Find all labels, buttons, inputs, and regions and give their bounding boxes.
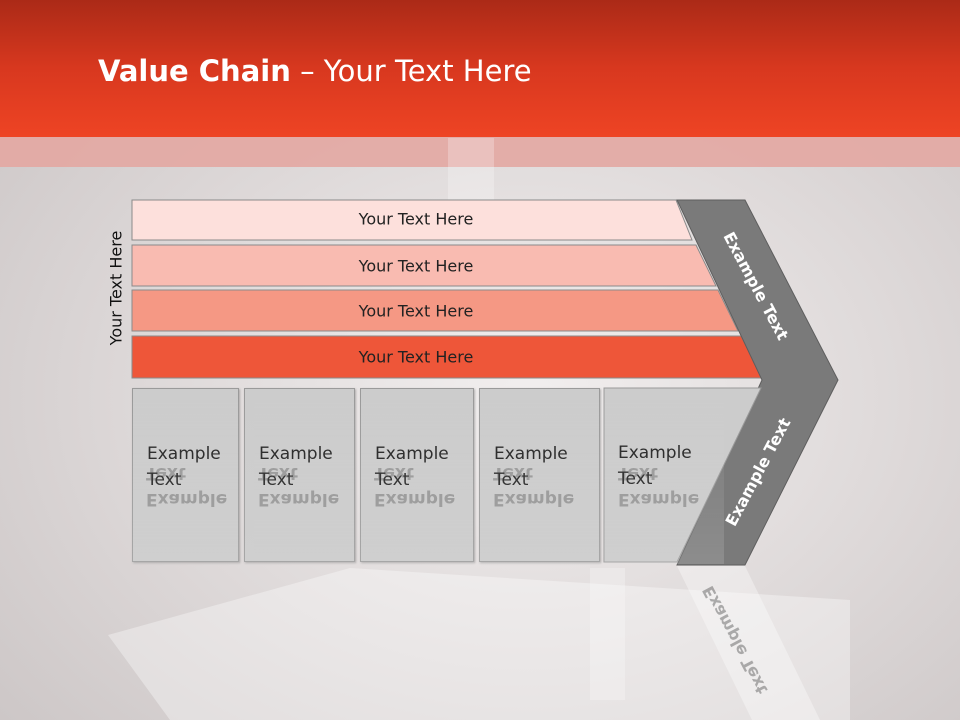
primary-box-5-label: Example Text <box>618 443 692 489</box>
primary-box-3: Example Text <box>360 388 474 562</box>
reflection-box-4: Example Text <box>479 390 600 564</box>
support-bar-2-label: Your Text Here <box>358 256 474 276</box>
primary-box-2: Example Text <box>244 388 355 562</box>
primary-box-2-label: Example Text <box>259 444 333 490</box>
primary-box-3-label: Example Text <box>375 444 449 490</box>
primary-box-4-label: Example Text <box>494 444 568 490</box>
chevron-arrow <box>676 199 839 566</box>
support-bar-1-label: Your Text Here <box>358 209 474 229</box>
reflection-box-1: Example Text <box>132 390 239 564</box>
header-band <box>0 137 960 167</box>
primary-box-5-shape <box>603 387 762 563</box>
support-bar-3 <box>131 289 739 332</box>
support-bar-1 <box>131 199 693 241</box>
reflection-box-5: Example Text <box>604 390 724 564</box>
reflection-box-3: Example Text <box>360 390 474 564</box>
primary-box-5: Example Text <box>604 388 724 562</box>
header-bar <box>0 0 960 137</box>
support-bar-3-label: Your Text Here <box>358 301 474 321</box>
primary-box-1-label: Example Text <box>147 444 221 490</box>
support-bar-2 <box>131 244 717 287</box>
slide-title: Value Chain – Your Text Here <box>98 54 532 88</box>
support-bar-4-label: Your Text Here <box>358 347 474 367</box>
reflection-box-2: Example Text <box>244 390 355 564</box>
primary-box-1: Example Text <box>132 388 239 562</box>
primary-box-4: Example Text <box>479 388 600 562</box>
